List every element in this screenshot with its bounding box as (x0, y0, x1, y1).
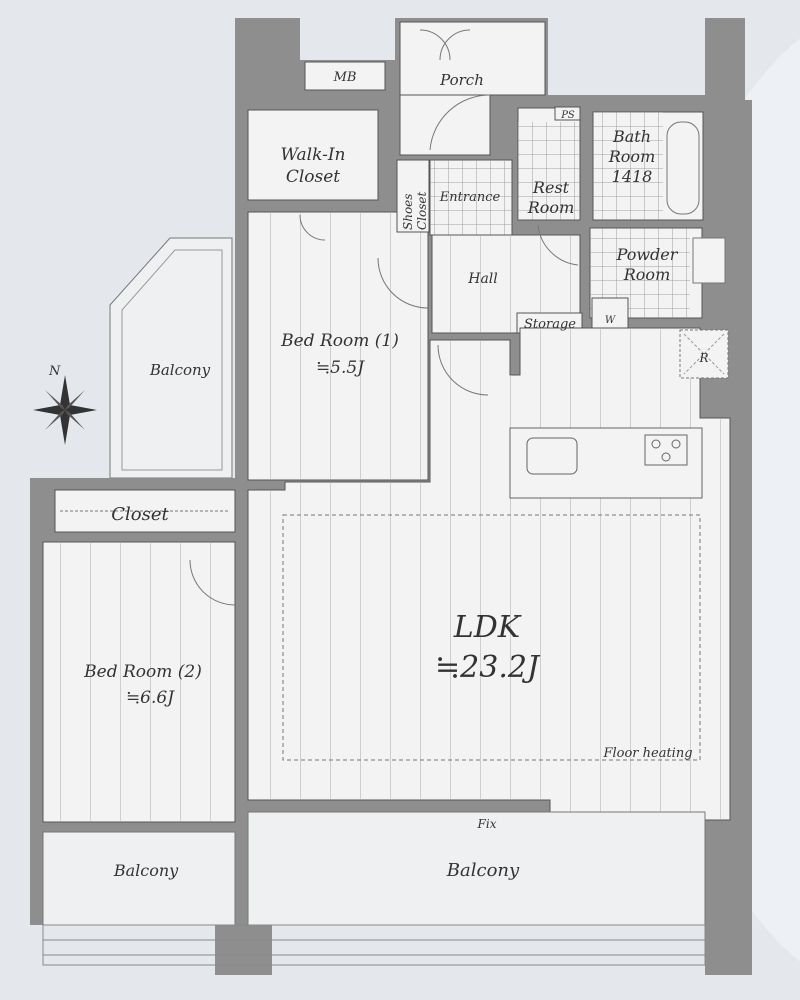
rest-room-label-2: Room (527, 198, 574, 217)
ldk-label: LDK (453, 610, 522, 645)
walk-in-closet-label-1: Walk-In (281, 145, 346, 165)
ps-box (554, 106, 581, 121)
balcony-left (42, 831, 236, 926)
bedroom2-label: Bed Room (2) (83, 662, 202, 682)
porch-label: Porch (439, 71, 484, 89)
bedroom1-size: ≒5.5J (316, 358, 365, 378)
floor-heating-label: Floor heating (602, 746, 692, 761)
balcony-north (109, 237, 233, 479)
refrigerator-cross (683, 333, 725, 375)
mb-label: MB (333, 70, 357, 85)
mb-box (304, 61, 386, 91)
rest-room-tiles (518, 122, 580, 220)
balcony-main-label: Balcony (446, 860, 520, 881)
fix-label: Fix (477, 817, 497, 831)
ps-label: PS (560, 110, 575, 121)
walk-in-closet-label-2: Closet (286, 167, 340, 187)
balcony-north-label: Balcony (149, 361, 211, 379)
washer-label: W (605, 315, 616, 326)
bedroom1-floorboards (248, 212, 428, 480)
hall-label: Hall (467, 271, 498, 287)
compass-icon (33, 375, 97, 445)
entrance-label: Entrance (439, 190, 501, 205)
ldk-size: ≒23.2J (435, 650, 541, 685)
closet-label: Closet (111, 504, 169, 525)
floor-heating-area (282, 514, 701, 761)
entrance-tiles (430, 160, 512, 235)
bath-room-label-3: 1418 (612, 167, 653, 186)
refrigerator-label: R (698, 351, 708, 365)
storage-label: Storage (524, 317, 576, 332)
compass-north-label: N (48, 364, 61, 379)
stove-icon (644, 434, 688, 466)
shoes-closet (396, 159, 430, 233)
bath-room-tiles (593, 112, 663, 220)
bathtub (666, 121, 700, 215)
porch-lower (399, 94, 491, 156)
bath-room-label-1: Bath (612, 127, 651, 146)
rest-room-label-1: Rest (532, 178, 570, 197)
balcony-main (247, 811, 706, 926)
walk-in-closet (247, 109, 379, 201)
shoes-closet-label-2: Closet (415, 191, 429, 230)
balcony-left-label: Balcony (113, 861, 179, 880)
powder-room-label-2: Room (623, 265, 670, 284)
doors (189, 29, 579, 606)
balcony-railing (42, 924, 706, 966)
shoes-closet-label-1: Shoes (401, 194, 415, 230)
bedroom2-size: ≒6.6J (126, 688, 175, 708)
porch (399, 21, 546, 96)
bath-room-label-2: Room (608, 147, 655, 166)
kitchen-counter (509, 427, 703, 499)
powder-room-label-1: Powder (616, 245, 679, 264)
sink-icon (526, 437, 578, 475)
bedroom1-label: Bed Room (1) (280, 331, 399, 351)
wash-basin (692, 237, 726, 284)
bedroom2-floorboards (43, 542, 235, 822)
